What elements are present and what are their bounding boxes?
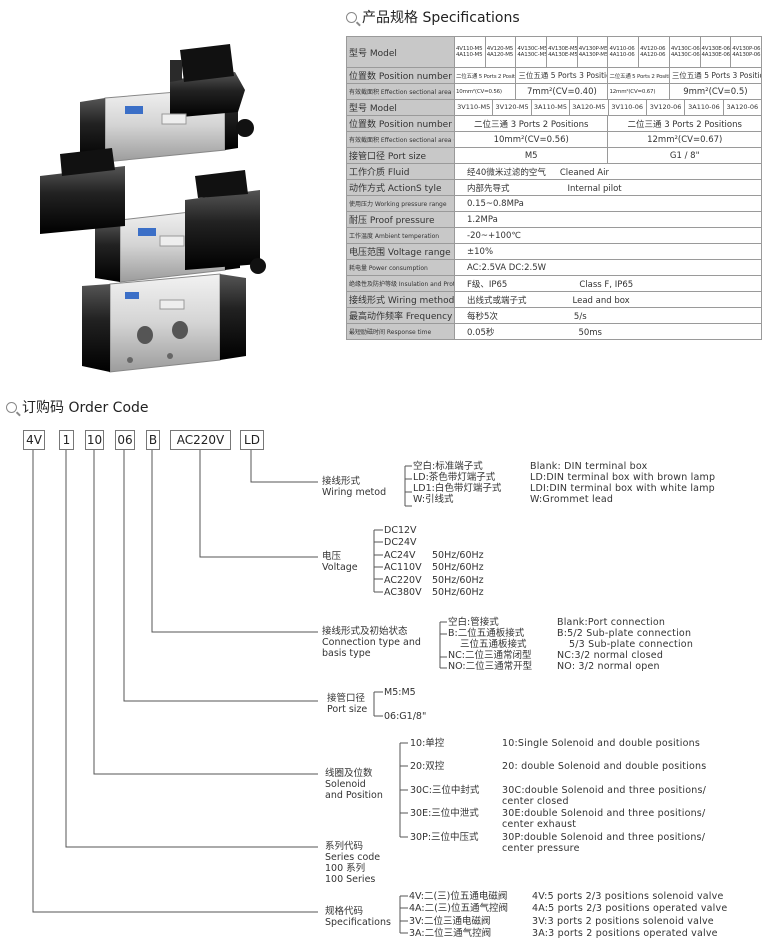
valve-single-solenoid-image (80, 44, 254, 163)
table-cell: 3V120-06 (647, 100, 686, 115)
table-cell: 4V120-06 4A120-06 (638, 36, 670, 68)
row-label: 型号 Model (346, 99, 455, 116)
coil-desc-30e: 30E:double Solenoid and three positions/… (502, 808, 706, 830)
row-label: 工作温度 Ambient temperation (346, 227, 455, 244)
valve-double-solenoid-image (40, 148, 266, 283)
row-label: 有效截面积 Effection sectional area (mm²) (346, 83, 455, 100)
coil-option-30c: 30C:三位中封式 (410, 785, 480, 796)
table-cell: 三位五通 5 Ports 3 Positions (515, 67, 609, 84)
code-box-coil: 10 (85, 430, 104, 450)
coil-option-10: 10:单控 (410, 738, 445, 749)
table-cell: 3V110-M5 (456, 100, 494, 115)
table-cell: 4V130P-06 4A130P-06 (730, 36, 762, 68)
port-option-m5: M5:M5 (384, 687, 416, 698)
table-row: 型号 Model 3V110-M5 3V120-M5 3A110-M5 3A12… (346, 99, 762, 116)
row-label: 耗电量 Power consumption (346, 259, 455, 276)
specifications-header: 产品规格 Specifications (346, 7, 520, 27)
table-cell: 4V130C-M5 4A130C-M5 (515, 36, 548, 68)
coil-option-30e: 30E:三位中泄式 (410, 808, 479, 819)
table-row: 工作温度 Ambient temperation -20~+100℃ (346, 227, 762, 244)
coil-desc-30c: 30C:double Solenoid and three positions/… (502, 785, 706, 807)
magnifier-icon (346, 12, 357, 23)
coil-option-20: 20:双控 (410, 761, 445, 772)
row-label: 有效截面积 Effection sectional area (mm²) (346, 131, 455, 148)
table-cell: 3V120-M5 (493, 100, 532, 115)
coil-desc-10: 10:Single Solenoid and double positions (502, 738, 701, 749)
row-label: 绝缘性及防护等级 Insulation and Protection (346, 275, 455, 292)
table-row: 耐压 Proof pressure 1.2MPa (346, 211, 762, 228)
table-cell: 3A110-M5 (532, 100, 571, 115)
table-row: 型号 Model 4V110-M5 4A110-M5 4V120-M5 4A12… (346, 36, 762, 68)
table-row: 有效截面积 Effection sectional area (mm²) 10m… (346, 83, 763, 100)
table-cell: 4V110-06 4A110-06 (607, 36, 640, 68)
code-box-port: 06 (115, 430, 135, 450)
row-label: 接线形式 Wiring method (346, 291, 455, 308)
code-box-connection: B (146, 430, 160, 450)
row-label: 最短励磁时间 Response time (346, 323, 455, 340)
coil-desc-20: 20: double Solenoid and double positions (502, 761, 707, 772)
table-cell: 3A120-M5 (570, 100, 609, 115)
coil-option-30p: 30P:三位中压式 (410, 832, 479, 843)
coil-desc-30p: 30P:double Solenoid and three positions/… (502, 832, 706, 854)
table-cell: 4V110-M5 4A110-M5 (454, 36, 486, 68)
specifications-table: 型号 Model 4V110-M5 4A110-M5 4V120-M5 4A12… (346, 36, 763, 340)
code-box-voltage: AC220V (170, 430, 231, 450)
row-label: 型号 Model (346, 36, 455, 68)
table-cell: 4V120-M5 4A120-M5 (484, 36, 517, 68)
table-row: 耗电量 Power consumption AC:2.5VA DC:2.5W (346, 259, 762, 276)
code-box-series: 1 (59, 430, 74, 450)
table-row: 位置数 Position number 二位五通 5 Ports 2 Posit… (346, 67, 763, 84)
code-box-wiring: LD (240, 430, 264, 450)
row-label: 使用压力 Working pressure range (346, 195, 455, 212)
table-cell: 3A110-06 (685, 100, 724, 115)
row-label: 工作介质 Fluid (346, 163, 455, 180)
valve-air-operated-image (82, 273, 246, 373)
table-cell: 4V130E-06 4A130E-06 (699, 36, 732, 68)
magnifier-icon (6, 402, 17, 413)
product-photos (20, 30, 320, 380)
order-code-header: 订购码 Order Code (6, 397, 149, 417)
code-box-series-type: 4V (23, 430, 45, 450)
port-option-06: 06:G1/8" (384, 711, 427, 722)
table-cell: 3A120-06 (726, 103, 759, 111)
table-cell: 3V110-06 (609, 100, 647, 115)
row-label: 耐压 Proof pressure (346, 211, 455, 228)
table-row: 有效截面积 Effection sectional area (mm²) 10m… (346, 131, 762, 148)
table-row: 接管口径 Port size M5 G1 / 8" (346, 147, 762, 164)
